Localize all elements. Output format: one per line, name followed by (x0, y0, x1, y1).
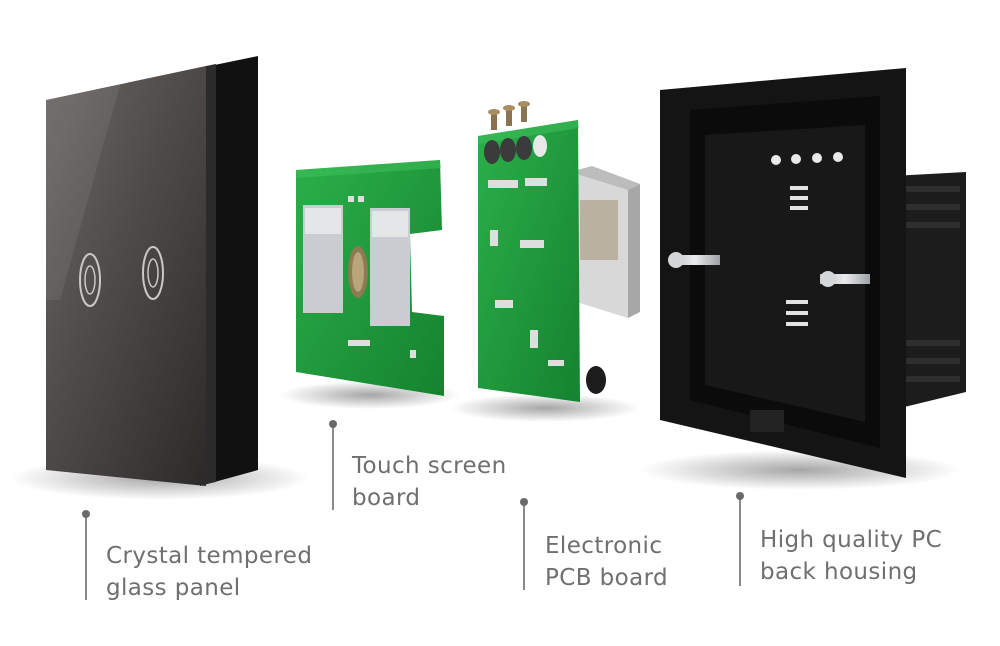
screw-icon (503, 105, 515, 126)
touch-button-icon (142, 246, 164, 300)
back-housing-label: High quality PC back housing (760, 524, 942, 588)
glass-panel-label-line1: Crystal tempered (106, 543, 313, 569)
electronic-pcb-board (450, 101, 640, 422)
back-housing (640, 68, 966, 490)
back-housing-label-line1: High quality PC (760, 527, 943, 553)
mounting-screw-icon (820, 271, 870, 287)
touch-screen-board (280, 160, 460, 409)
screw-icon (518, 101, 530, 122)
pcb-board-label-line2: PCB board (545, 565, 669, 591)
glass-panel-pointer (82, 510, 90, 600)
pcb-board-label: Electronic PCB board (545, 530, 668, 594)
mounting-screw-icon (668, 252, 720, 268)
glass-panel-label-line2: glass panel (106, 575, 241, 601)
back-housing-label-line2: back housing (760, 559, 918, 585)
back-housing-pointer (736, 492, 744, 586)
pcb-board-label-line1: Electronic (545, 533, 663, 559)
glass-panel-label: Crystal tempered glass panel (106, 540, 312, 604)
touch-board-pointer (329, 420, 337, 510)
pcb-board-pointer (520, 498, 528, 590)
glass-panel (10, 56, 310, 500)
screw-icon (488, 109, 500, 130)
touch-button-icon (79, 253, 101, 307)
touch-board-label: Touch screen board (352, 450, 507, 514)
touch-board-label-line1: Touch screen (352, 453, 507, 479)
touch-board-label-line2: board (352, 485, 421, 511)
